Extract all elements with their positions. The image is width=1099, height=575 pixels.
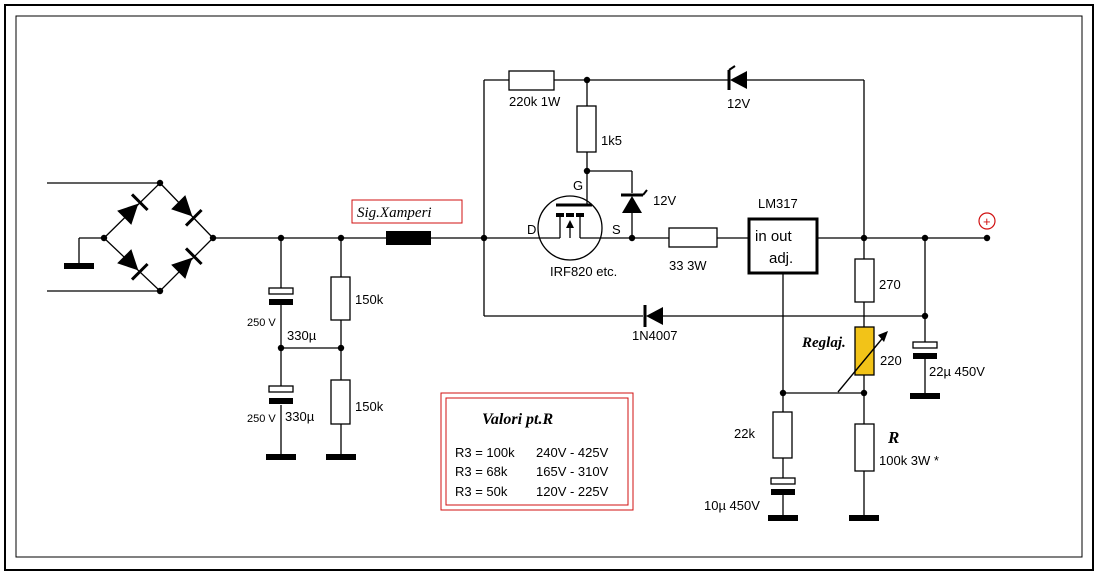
- label-1n4007: 1N4007: [632, 328, 678, 343]
- label-12v-top: 12V: [727, 96, 750, 111]
- label-r-value: 100k 3W *: [879, 453, 939, 468]
- label-220: 220: [880, 353, 902, 368]
- label-10u: 10µ 450V: [704, 498, 760, 513]
- label-150k-top: 150k: [355, 292, 384, 307]
- label-plus: +: [983, 214, 991, 229]
- resistor-150k-top: [330, 276, 351, 321]
- label-270: 270: [879, 277, 901, 292]
- resistor-1k5: [576, 105, 597, 153]
- label-source: S: [612, 222, 621, 237]
- table-row-name: R3 = 68k: [455, 464, 508, 479]
- resistor-270: [854, 258, 875, 303]
- label-220k: 220k 1W: [509, 94, 561, 109]
- label-c1-voltage: 250 V: [247, 317, 276, 329]
- capacitor-c1: [268, 287, 294, 305]
- capacitor-22u: [912, 341, 938, 359]
- capacitor-c2: [268, 385, 294, 404]
- label-ic-adj: adj.: [769, 250, 793, 267]
- bridge-rectifier: [103, 182, 214, 292]
- output-terminal: [978, 212, 996, 230]
- label-150k-bottom: 150k: [355, 399, 384, 414]
- label-sig-xamperi: Sig.Xamperi: [357, 205, 432, 221]
- wires: [47, 79, 987, 516]
- label-22k: 22k: [734, 426, 755, 441]
- label-reglaj: Reglaj.: [801, 335, 846, 351]
- table-row-name: R3 = 100k: [455, 445, 515, 460]
- label-1k5: 1k5: [601, 133, 622, 148]
- table-row-range: 240V - 425V: [536, 445, 609, 460]
- label-c1-value: 330µ: [287, 328, 317, 343]
- ground-symbols: [64, 263, 940, 521]
- capacitor-10u: [770, 477, 796, 495]
- resistor-220k: [508, 70, 555, 91]
- label-22u: 22µ 450V: [929, 364, 985, 379]
- resistor-33: [668, 227, 718, 248]
- table-row-name: R3 = 50k: [455, 484, 508, 499]
- label-zener-12v: 12V: [653, 193, 676, 208]
- label-mosfet: IRF820 etc.: [550, 264, 617, 279]
- label-drain: D: [527, 222, 536, 237]
- label-c2-voltage: 250 V: [247, 413, 276, 425]
- values-table-frame: [440, 392, 634, 511]
- lm317-regulator: [747, 217, 819, 275]
- label-ic-in-out: in out: [755, 228, 793, 245]
- zener-12v: [621, 189, 648, 213]
- label-c2-value: 330µ: [285, 409, 315, 424]
- mosfet-irf820: [537, 195, 603, 261]
- inner-frame: [15, 15, 1083, 558]
- table-row-range: 120V - 225V: [536, 484, 609, 499]
- label-lm317: LM317: [758, 196, 798, 211]
- label-33: 33 3W: [669, 258, 707, 273]
- outer-frame: [4, 4, 1094, 571]
- table-row-range: 165V - 310V: [536, 464, 609, 479]
- table-title: Valori pt.R: [482, 411, 553, 428]
- current-sense-resistor: [386, 231, 431, 245]
- label-gate: G: [573, 178, 583, 193]
- diode-1n4007: [643, 305, 663, 327]
- label-r: R: [887, 428, 899, 447]
- diode-12v-top: [727, 65, 747, 90]
- resistor-150k-bottom: [330, 379, 351, 425]
- sig-label-box: [351, 199, 463, 224]
- potentiometer-220: [837, 326, 888, 393]
- resistor-r: [854, 423, 875, 472]
- resistor-22k: [772, 411, 793, 459]
